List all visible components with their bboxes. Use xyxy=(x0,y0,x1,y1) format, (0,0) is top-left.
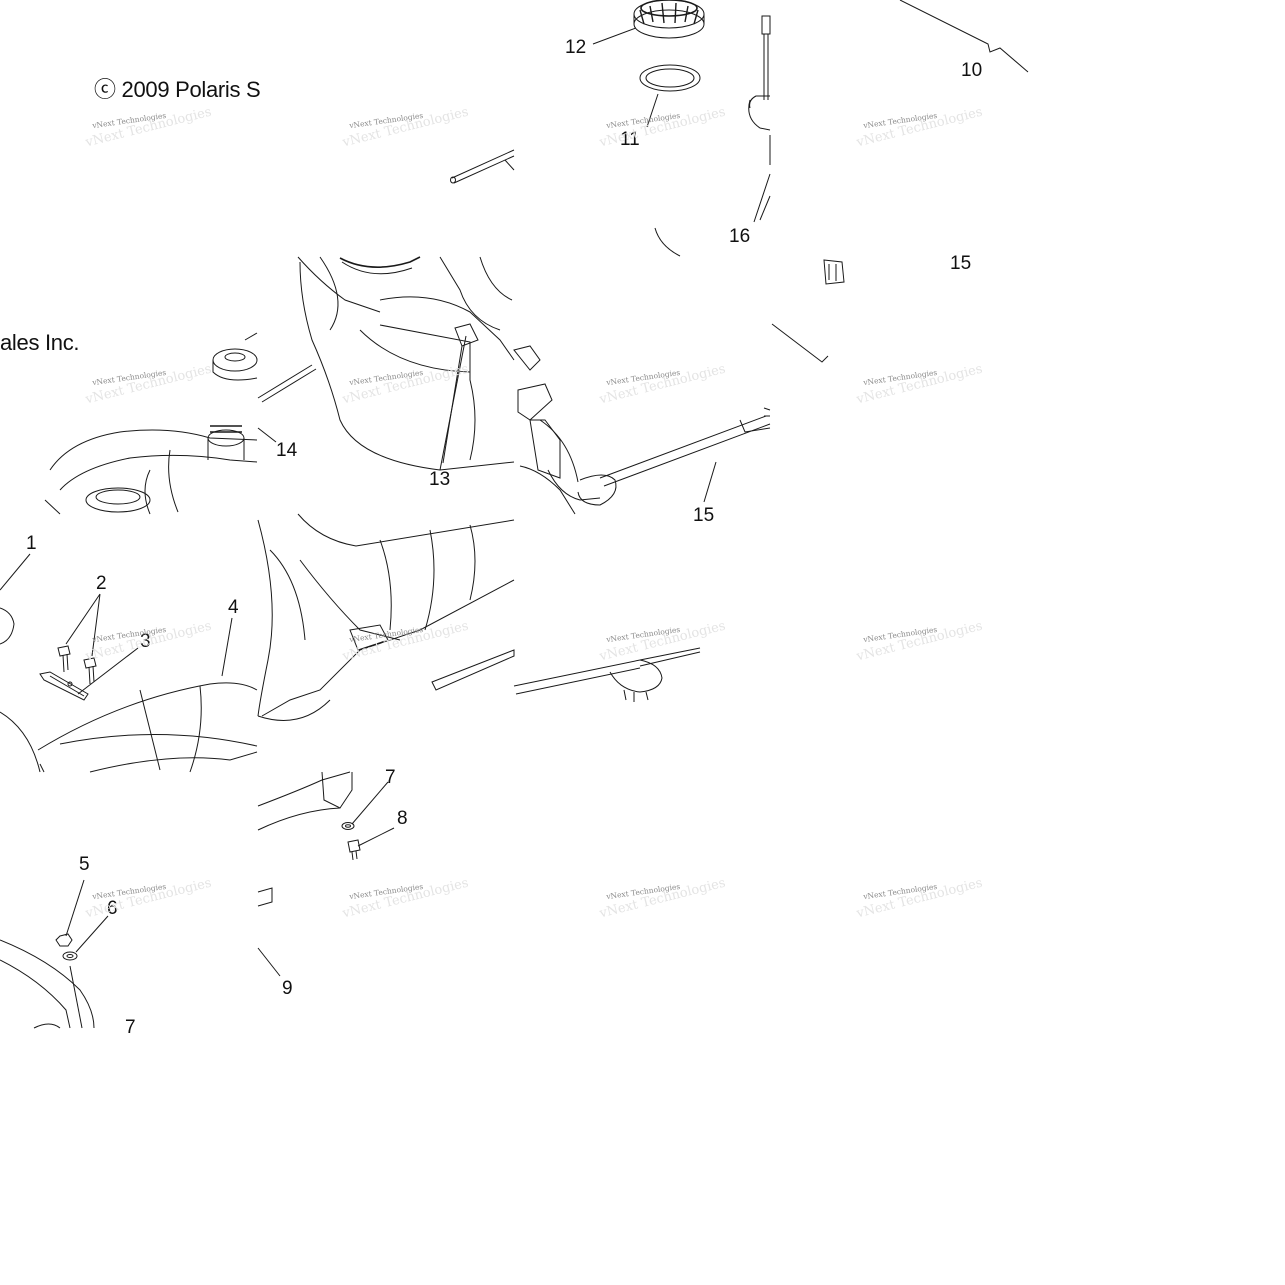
fuel-pump-assembly xyxy=(513,345,771,515)
washer-7 xyxy=(341,822,355,830)
fuel-tank-4 xyxy=(0,607,258,773)
copyright-line-2: ales Inc. xyxy=(0,330,80,355)
callout-6: 6 xyxy=(107,898,118,919)
callout-16: 16 xyxy=(729,226,751,247)
screws-2 xyxy=(57,645,97,685)
callout-3: 3 xyxy=(140,631,151,652)
callout-12: 12 xyxy=(565,37,587,58)
washer-6 xyxy=(62,951,78,961)
callout-1: 1 xyxy=(26,533,37,554)
callout-13: 13 xyxy=(429,469,451,490)
leader-lines xyxy=(0,27,771,1029)
vent-tube xyxy=(450,149,515,184)
callout-15-bottom: 15 xyxy=(693,505,715,526)
fuel-pump-16-upper xyxy=(654,15,771,257)
copyright-line-1: ⓒ 2009 Polaris S xyxy=(94,77,261,102)
callout-10: 10 xyxy=(961,60,983,81)
fuel-tank-body-right xyxy=(257,513,515,721)
callout-7-left: 7 xyxy=(125,1017,136,1038)
seal-11 xyxy=(639,64,701,92)
callout-4: 4 xyxy=(228,597,239,618)
bracket-3 xyxy=(39,671,89,701)
callout-9: 9 xyxy=(282,978,293,999)
bracket-line xyxy=(771,0,1029,363)
pickup-tube xyxy=(513,647,701,702)
tank-lower-left xyxy=(0,887,273,1029)
fuel-tank-top-left xyxy=(44,425,258,515)
fuel-tank-upper-center xyxy=(257,256,515,471)
nut-5 xyxy=(55,933,73,947)
mount-bracket xyxy=(257,771,353,831)
callout-7-right: 7 xyxy=(385,767,396,788)
lock-ring-12 xyxy=(633,0,705,39)
filler-cap-14 xyxy=(212,332,258,381)
callout-5: 5 xyxy=(79,854,90,875)
callout-15-top: 15 xyxy=(950,253,972,274)
callout-2: 2 xyxy=(96,573,107,594)
callout-8: 8 xyxy=(397,808,408,829)
callout-14: 14 xyxy=(276,440,298,461)
screw-8 xyxy=(347,839,361,861)
